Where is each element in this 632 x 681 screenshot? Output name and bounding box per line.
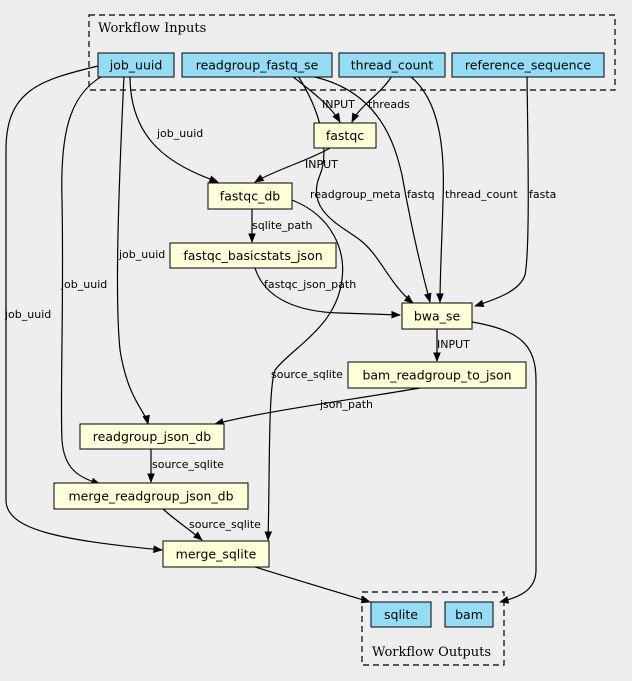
edge-reference-bwa [474,75,529,308]
workflow-outputs-label: Workflow Outputs [372,645,491,660]
edge-bamrg-readgroupdb [214,387,421,426]
edge-label-thread-count: thread_count [445,188,518,201]
edge-label-input-fastqcdb: INPUT [305,158,338,171]
node-bwa-se[interactable]: bwa_se [401,302,473,330]
svg-text:reference_sequence: reference_sequence [465,58,591,73]
edge-label-sqlite-path: sqlite_path [252,219,312,232]
edge-threads-fastqc [351,75,393,123]
svg-text:bwa_se: bwa_se [414,309,461,324]
edge-jobuuid-mergerg [60,71,111,486]
node-reference-sequence[interactable]: reference_sequence [451,52,605,78]
edge-label-source-sqlite-2: source_sqlite [152,458,224,471]
node-merge-sqlite[interactable]: merge_sqlite [162,540,270,568]
node-fastqc[interactable]: fastqc [313,122,377,149]
svg-text:thread_count: thread_count [351,58,434,73]
edge-bwa-bam [471,321,537,604]
edge-label-fastq: fastq [407,188,435,201]
edge-basicstats-bwa [254,267,401,319]
edge-label-fasta: fasta [529,188,556,201]
node-job-uuid[interactable]: job_uuid [97,52,175,78]
edge-mergerg-mergesqlite [162,508,203,541]
edge-label-job-uuid-readgroup: job_uuid [118,248,165,261]
node-fastqc-db[interactable]: fastqc_db [207,182,293,210]
node-thread-count[interactable]: thread_count [338,52,446,78]
workflow-inputs-label: Workflow Inputs [98,21,206,36]
node-readgroup-fastq-se[interactable]: readgroup_fastq_se [181,52,333,78]
node-bam-readgroup-to-json[interactable]: bam_readgroup_to_json [347,361,527,389]
edge-jobuuid-readgroupdb [116,75,150,425]
edge-label-threads: threads [368,98,410,111]
edge-mergesqlite-sqlite [251,565,371,604]
svg-text:fastqc_basicstats_json: fastqc_basicstats_json [183,248,322,263]
edge-readgroup-bwa-fastq [309,75,432,303]
node-merge-readgroup-json-db[interactable]: merge_readgroup_json_db [53,482,249,510]
svg-text:fastqc_db: fastqc_db [220,189,280,204]
svg-text:bam_readgroup_to_json: bam_readgroup_to_json [362,368,511,383]
edge-labels: INPUT threads job_uuid INPUT readgroup_m… [4,98,556,531]
svg-text:merge_sqlite: merge_sqlite [176,547,257,562]
svg-text:sqlite: sqlite [384,607,418,622]
workflow-inputs-cluster: Workflow Inputs [88,14,616,91]
edge-fastqcdb-mergesqlite [264,199,344,541]
svg-text:readgroup_json_db: readgroup_json_db [93,429,211,444]
svg-text:fastqc: fastqc [326,128,364,143]
svg-text:job_uuid: job_uuid [109,58,163,73]
edge-label-source-sqlite-3: source_sqlite [189,518,261,531]
edge-jobuuid-fastqcdb [129,75,219,183]
edge-readgroup-fastqc [291,75,341,123]
edge-label-input-bam-rg: INPUT [437,338,470,351]
node-fastqc-basicstats-json[interactable]: fastqc_basicstats_json [169,242,337,269]
edge-jobuuid-mergesqlite [5,65,163,553]
edge-label-json-path: json_path [319,398,373,411]
edge-label-job-uuid-merge-rg: job_uuid [60,278,107,291]
node-readgroup-json-db[interactable]: readgroup_json_db [79,423,225,450]
edges [5,65,537,604]
edge-label-readgroup-meta: readgroup_meta [310,188,401,201]
workflow-outputs-cluster: Workflow Outputs [361,591,505,666]
node-bam[interactable]: bam [444,601,494,628]
svg-text:readgroup_fastq_se: readgroup_fastq_se [196,58,319,73]
edge-label-source-sqlite-1: source_sqlite [271,368,343,381]
edge-label-job-uuid-merge-sqlite: job_uuid [4,308,51,321]
node-sqlite[interactable]: sqlite [370,601,432,628]
svg-text:merge_readgroup_json_db: merge_readgroup_json_db [68,489,233,504]
svg-text:bam: bam [455,607,483,622]
edge-label-fastqc-json-path: fastqc_json_path [264,278,356,291]
edge-threadcount-bwa [409,75,444,303]
edge-label-input-fastqc: INPUT [322,98,355,111]
edge-label-job-uuid-fastqcdb: job_uuid [156,127,203,140]
